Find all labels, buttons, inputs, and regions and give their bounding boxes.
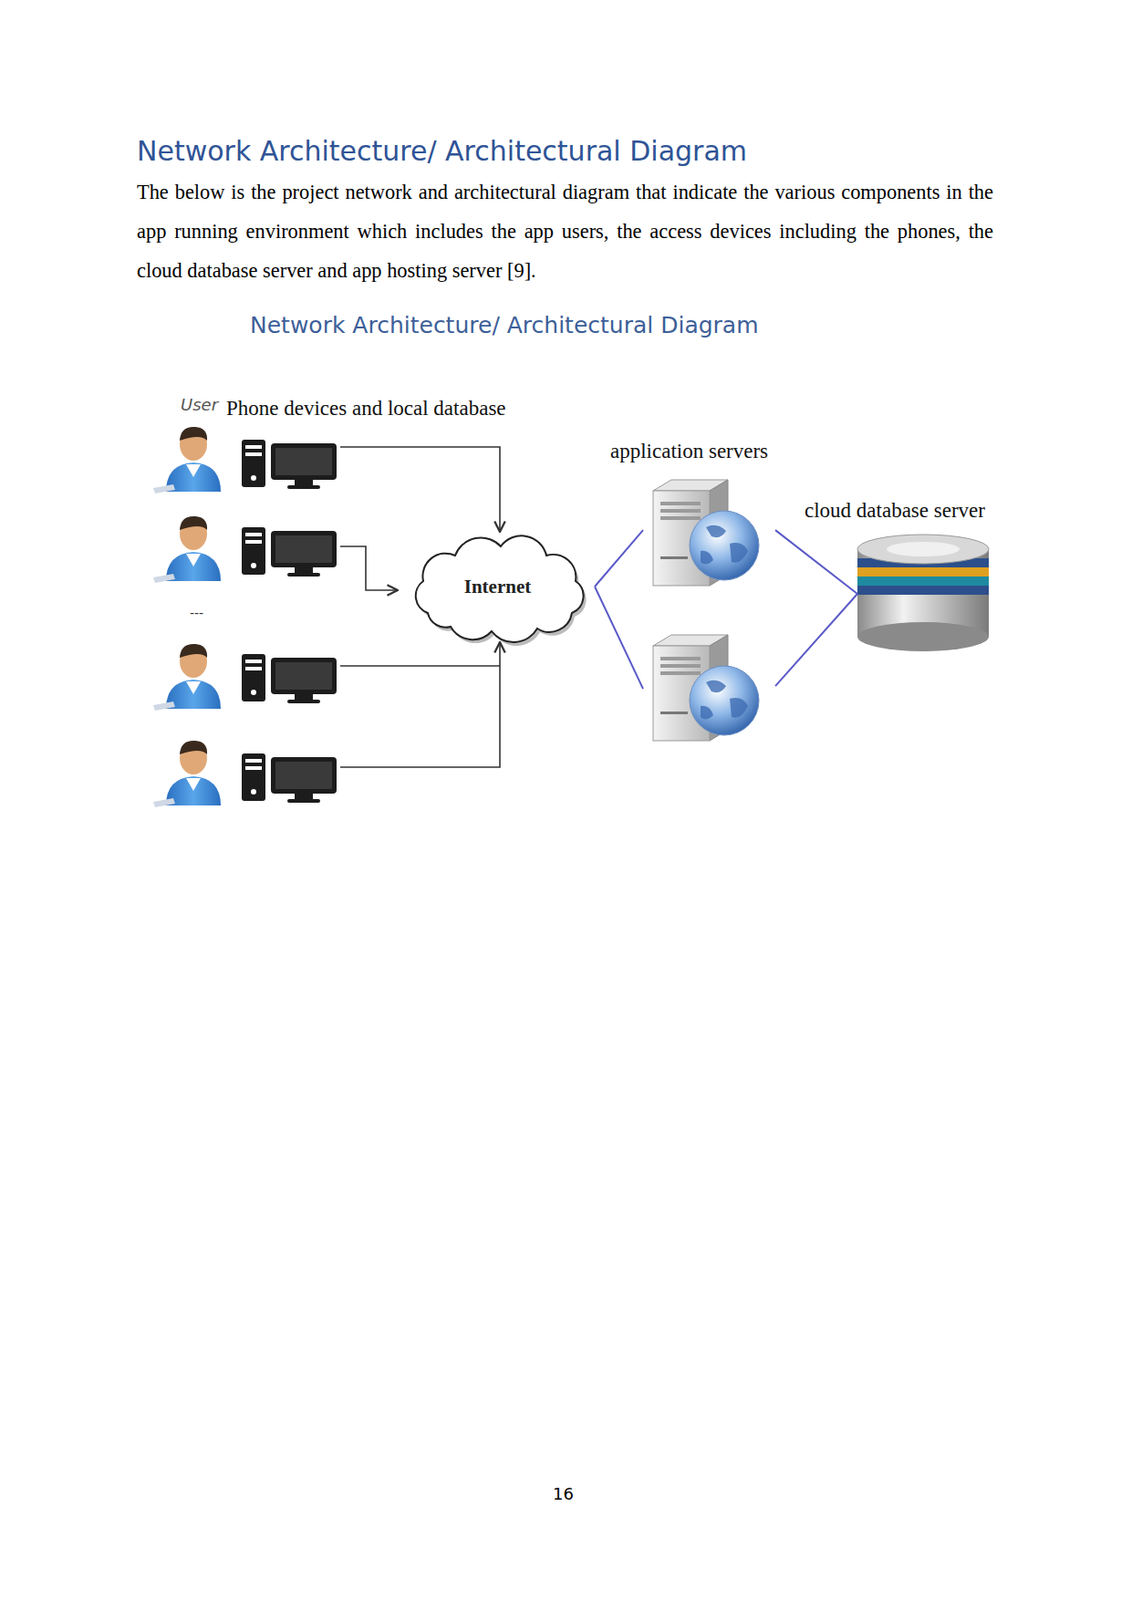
page-number: 16 xyxy=(552,1484,574,1504)
group-label: Phone devices and local database xyxy=(226,396,507,421)
node-label: cloud database server xyxy=(804,498,986,523)
ellipsis-mark: --- xyxy=(189,605,204,621)
figure-title: Network Architecture/ Architectural Diag… xyxy=(249,311,759,339)
application-servers: application servers xyxy=(643,479,776,745)
network-link xyxy=(594,529,644,689)
network-link xyxy=(775,529,858,686)
page-heading: Network Architecture/ Architectural Diag… xyxy=(136,135,748,167)
user-label: User xyxy=(180,394,219,415)
node-label: application servers xyxy=(610,439,769,464)
body-paragraph: The below is the project network and arc… xyxy=(136,172,994,291)
node-label: Internet xyxy=(464,575,531,599)
cloud-database: cloud database server xyxy=(857,535,990,653)
internet-cloud: Internet xyxy=(400,535,595,638)
